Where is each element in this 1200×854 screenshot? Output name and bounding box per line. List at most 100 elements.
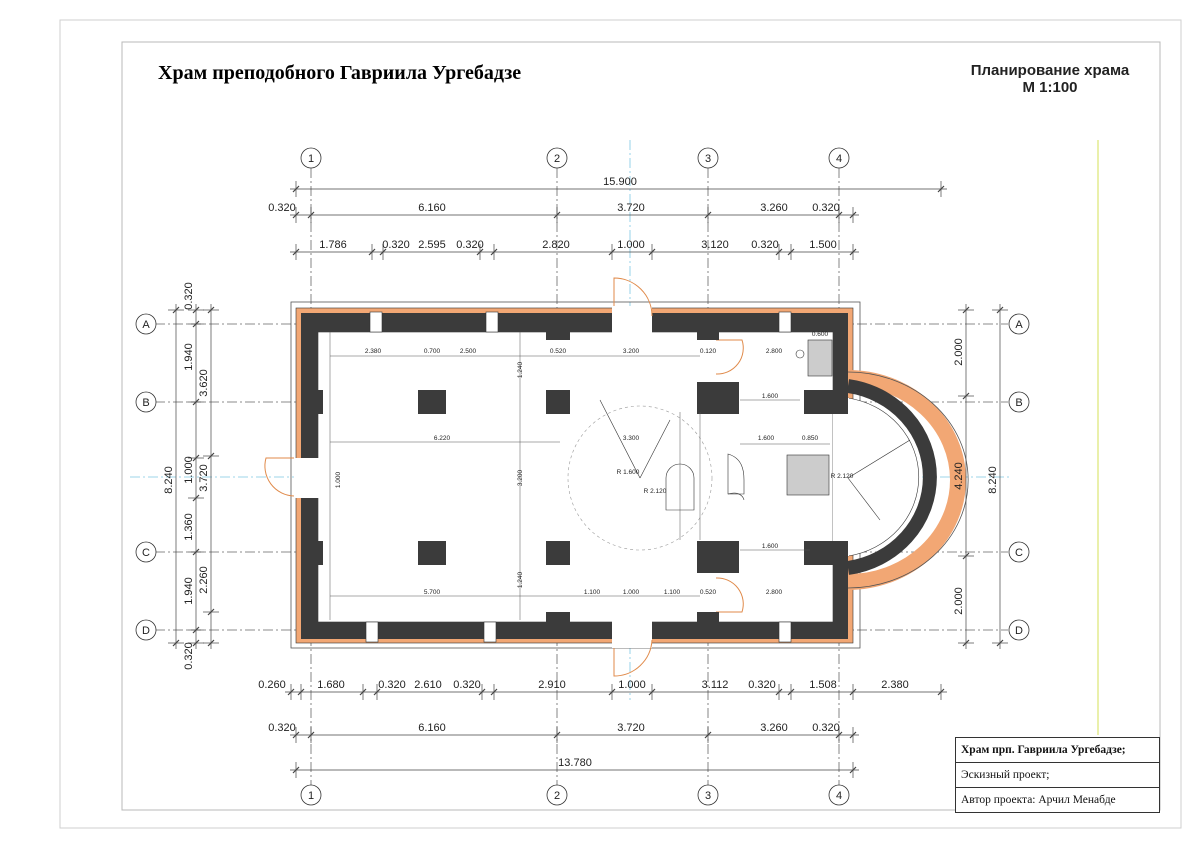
dimension-label: 3.112: [702, 679, 729, 691]
interior-dimension-label: 0.850: [802, 435, 819, 442]
dimension-label: 2.910: [538, 679, 566, 691]
dimension-label: 3.720: [617, 202, 645, 214]
interior-dimension-label: 1.100: [664, 589, 681, 596]
axis-bubble: [300, 784, 322, 806]
dimension-lines: [168, 181, 1008, 778]
dimension-label: 0.320: [751, 239, 779, 251]
title-block-author: Автор проекта: Арчил Менабде: [961, 794, 1116, 806]
axis-bubble: [828, 147, 850, 169]
axis-bubble: [135, 391, 157, 413]
axis-bubble: [697, 147, 719, 169]
axis-bubble: [1008, 391, 1030, 413]
dimension-label: 6.160: [418, 722, 446, 734]
tick-mark: [849, 248, 857, 256]
dimension-label: 0.320: [183, 642, 195, 670]
interior-dimension-label: 1.600: [762, 393, 779, 400]
dimension-label: 2.380: [881, 679, 909, 691]
tick-mark: [962, 306, 970, 314]
interior-fixtures: [567, 339, 911, 551]
dimension-label: 13.780: [558, 757, 592, 769]
dimension-label: 0.320: [748, 679, 776, 691]
title-block: Храм прп. Гавриила Ургебадзе; Эскизный п…: [955, 737, 1160, 813]
axis-label: 3: [705, 153, 711, 165]
axis-label: 4: [836, 153, 842, 165]
dimension-label: 1.786: [319, 239, 347, 251]
dimension-label: 1.000: [617, 239, 645, 251]
dimension-label: 0.320: [812, 722, 840, 734]
dimension-label: 0.320: [268, 722, 296, 734]
axis-label: A: [142, 319, 150, 331]
tick-mark: [192, 306, 200, 314]
interior-dimension-label: 0.120: [700, 348, 717, 355]
tick-mark: [704, 211, 712, 219]
drawing-title-line1: Планирование храма: [970, 62, 1130, 79]
dimension-label: 0.320: [378, 679, 406, 691]
dimension-label: 0.260: [258, 679, 286, 691]
tick-mark: [937, 688, 945, 696]
axis-label: 1: [308, 153, 314, 165]
interior-dimension-label: 3.200: [517, 469, 524, 486]
tick-mark: [287, 688, 295, 696]
title-block-project: Храм прп. Гавриила Ургебадзе;: [956, 738, 1159, 763]
dimension-label: 3.260: [760, 202, 788, 214]
dimension-label: 6.160: [418, 202, 446, 214]
dimension-label: 1.500: [809, 239, 837, 251]
axis-bubble: [1008, 619, 1030, 641]
tick-mark: [962, 392, 970, 400]
dimension-label: 2.260: [198, 566, 210, 594]
tick-mark: [775, 688, 783, 696]
tick-mark: [192, 320, 200, 328]
dimension-label: 3.720: [617, 722, 645, 734]
page-title: Храм преподобного Гавриила Ургебадзе: [158, 62, 522, 84]
interior-dimension-label: 6.220: [434, 435, 451, 442]
axis-label: 2: [554, 790, 560, 802]
tick-mark: [937, 185, 945, 193]
interior-dimension-label: 1.240: [517, 571, 524, 588]
tick-mark: [172, 639, 180, 647]
dimension-label: 0.320: [183, 282, 195, 310]
dimension-label: 3.720: [198, 464, 210, 492]
tick-mark: [292, 185, 300, 193]
axis-label: C: [1015, 547, 1023, 559]
dimension-label: 1.680: [317, 679, 345, 691]
dimension-label: 1.360: [183, 513, 195, 541]
dimension-label: 2.000: [953, 338, 965, 366]
axis-bubble: [697, 784, 719, 806]
tick-mark: [787, 688, 795, 696]
axis-bubble: [1008, 313, 1030, 335]
tick-mark: [192, 454, 200, 462]
axis-bubble: [828, 784, 850, 806]
tick-mark: [192, 398, 200, 406]
tick-mark: [553, 211, 561, 219]
tick-mark: [379, 248, 387, 256]
tick-mark: [648, 248, 656, 256]
tick-mark: [292, 248, 300, 256]
dimension-label: 8.240: [163, 466, 175, 494]
tick-mark: [292, 766, 300, 774]
tick-mark: [292, 211, 300, 219]
tick-mark: [962, 639, 970, 647]
dimension-label: 1.940: [183, 343, 195, 371]
dimension-label: 0.320: [268, 202, 296, 214]
dimension-label: 2.610: [414, 679, 442, 691]
dimension-label: 2.000: [953, 587, 965, 615]
tick-mark: [490, 248, 498, 256]
dimension-label: 1.000: [183, 456, 195, 484]
dimension-label: 4.240: [953, 462, 965, 490]
dimension-label: 0.320: [453, 679, 481, 691]
columns: [301, 313, 848, 639]
axis-label: D: [1015, 625, 1023, 637]
tick-mark: [192, 548, 200, 556]
tick-mark: [297, 688, 305, 696]
interior-dimension-label: 0.700: [424, 348, 441, 355]
axis-label: 2: [554, 153, 560, 165]
dimension-label: 1.000: [618, 679, 646, 691]
tick-mark: [648, 688, 656, 696]
interior-dimension-label: 5.700: [424, 589, 441, 596]
interior-dimension-label: 0.520: [550, 348, 567, 355]
axis-bubble: [135, 313, 157, 335]
interior-dimension-label: R 2.120: [644, 488, 667, 495]
